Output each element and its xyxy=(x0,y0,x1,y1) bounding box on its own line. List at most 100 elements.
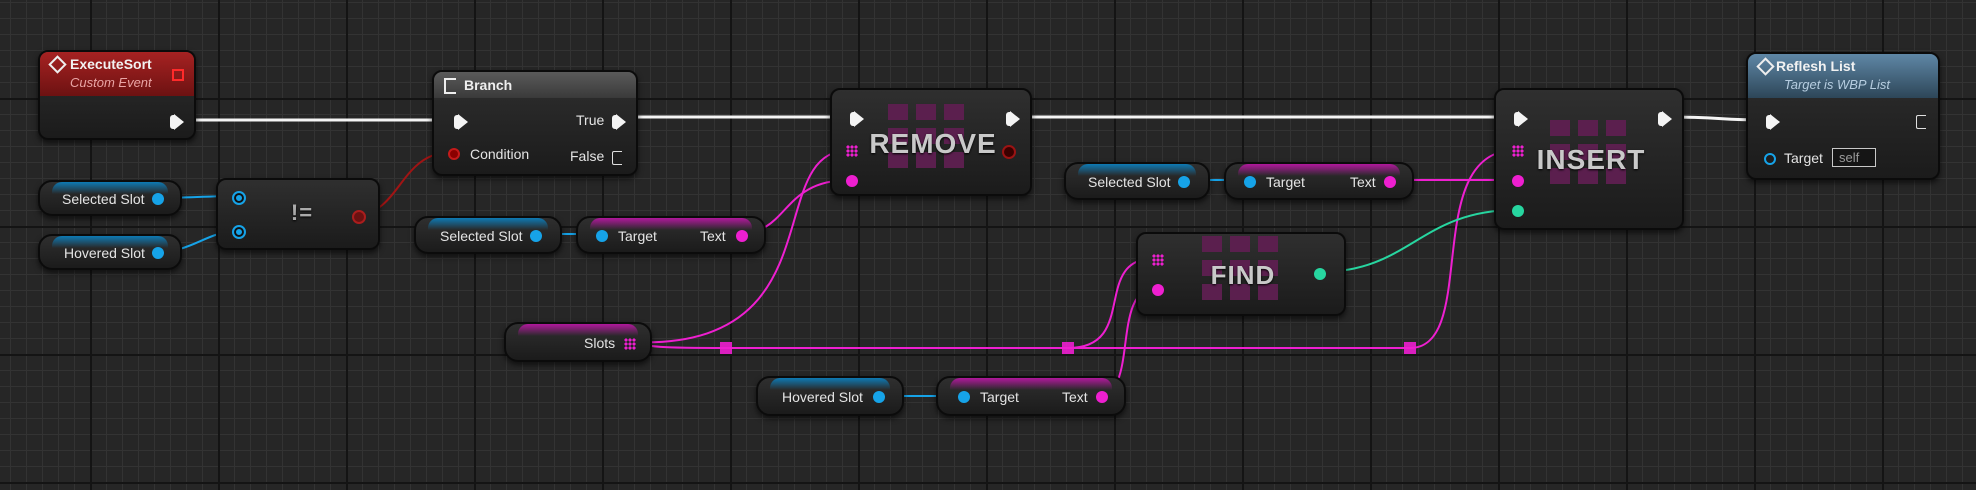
insert-exec-out[interactable] xyxy=(1658,111,1672,127)
var-highlight xyxy=(52,236,168,248)
var-highlight xyxy=(590,218,752,230)
not-equal-result-pin[interactable] xyxy=(352,210,366,224)
branch-header xyxy=(434,72,636,98)
selected-slot-label-3: Selected Slot xyxy=(1088,174,1171,190)
remove-item-pin[interactable] xyxy=(846,175,858,187)
getter-2-target-pin[interactable] xyxy=(1244,176,1256,188)
remove-exec-in[interactable] xyxy=(850,111,864,127)
hovered-slot-out-pin-1[interactable] xyxy=(152,247,164,259)
selected-slot-var-2[interactable]: Selected Slot xyxy=(414,216,562,254)
branch-condition-label: Condition xyxy=(470,146,530,162)
getter-2-target-label: Target xyxy=(1266,174,1305,190)
reroute-2 xyxy=(1062,342,1074,354)
reflesh-list-title: Reflesh List xyxy=(1776,58,1856,74)
branch-false-pin[interactable] xyxy=(612,150,626,166)
not-equal-operator: != xyxy=(290,200,314,225)
branch-false-label: False xyxy=(570,148,605,164)
text-getter-3[interactable]: Target Text xyxy=(936,376,1126,416)
var-highlight xyxy=(770,378,890,390)
remove-title: REMOVE xyxy=(869,128,997,159)
var-highlight xyxy=(52,182,168,194)
remove-mosaic xyxy=(888,104,964,168)
var-highlight xyxy=(1238,164,1400,176)
getter-1-text-label: Text xyxy=(700,228,726,244)
insert-index-pin[interactable] xyxy=(1512,205,1524,217)
var-highlight xyxy=(518,324,638,336)
hovered-slot-var-2[interactable]: Hovered Slot xyxy=(756,376,904,416)
branch-true-label: True xyxy=(576,112,605,128)
getter-2-text-pin[interactable] xyxy=(1384,176,1396,188)
wire-slots-insert xyxy=(1409,149,1517,349)
slots-array-pin[interactable] xyxy=(624,338,636,350)
insert-mosaic xyxy=(1550,120,1626,184)
branch-icon xyxy=(444,78,456,94)
selected-slot-label-1: Selected Slot xyxy=(62,191,145,207)
reflesh-target-input[interactable]: self xyxy=(1832,148,1876,167)
slots-label: Slots xyxy=(584,335,616,351)
insert-exec-in[interactable] xyxy=(1514,111,1528,127)
var-highlight xyxy=(950,378,1112,390)
insert-node[interactable]: INSERT xyxy=(1494,88,1684,230)
getter-3-text-label: Text xyxy=(1062,389,1088,405)
remove-bool-out-pin[interactable] xyxy=(1002,145,1016,159)
not-equal-a-pin[interactable] xyxy=(232,191,246,205)
var-highlight xyxy=(1078,164,1196,176)
wire-slots-remove xyxy=(629,149,851,344)
getter-2-text-label: Text xyxy=(1350,174,1376,190)
reflesh-list-header xyxy=(1748,54,1938,98)
find-node[interactable]: FIND xyxy=(1136,232,1346,316)
getter-3-text-pin[interactable] xyxy=(1096,391,1108,403)
getter-1-target-label: Target xyxy=(618,228,657,244)
reroute-1 xyxy=(720,342,732,354)
hovered-slot-out-pin-2[interactable] xyxy=(873,391,885,403)
execute-sort-title: ExecuteSort xyxy=(70,56,152,72)
reflesh-list-node[interactable]: Reflesh List Target is WBP List Target s… xyxy=(1746,52,1940,180)
selected-slot-label-2: Selected Slot xyxy=(440,228,523,244)
getter-1-text-pin[interactable] xyxy=(736,230,748,242)
exec-out-pin[interactable] xyxy=(170,114,184,130)
remove-exec-out[interactable] xyxy=(1006,111,1020,127)
execute-sort-header xyxy=(40,52,194,96)
text-getter-1[interactable]: Target Text xyxy=(576,216,766,254)
insert-title: INSERT xyxy=(1536,144,1646,175)
execute-sort-subtitle: Custom Event xyxy=(70,75,152,90)
reroute-3 xyxy=(1404,342,1416,354)
find-array-pin[interactable] xyxy=(1152,254,1164,266)
branch-exec-in[interactable] xyxy=(454,114,468,130)
branch-node[interactable]: Branch True Condition False xyxy=(432,70,638,176)
branch-condition-pin[interactable] xyxy=(448,148,460,160)
event-delegate-pin[interactable] xyxy=(172,69,184,81)
getter-1-target-pin[interactable] xyxy=(596,230,608,242)
not-equal-node[interactable]: != xyxy=(216,178,380,250)
hovered-slot-label-2: Hovered Slot xyxy=(782,389,863,405)
selected-slot-var-3[interactable]: Selected Slot xyxy=(1064,162,1210,200)
reflesh-exec-in[interactable] xyxy=(1766,114,1780,130)
getter-3-target-pin[interactable] xyxy=(958,391,970,403)
selected-slot-out-pin-1[interactable] xyxy=(152,193,164,205)
wire-slots-main xyxy=(629,341,1410,349)
not-equal-b-pin[interactable] xyxy=(232,225,246,239)
remove-node[interactable]: REMOVE xyxy=(830,88,1032,196)
selected-slot-var-1[interactable]: Selected Slot xyxy=(38,180,182,216)
insert-array-pin[interactable] xyxy=(1512,145,1524,157)
find-item-pin[interactable] xyxy=(1152,284,1164,296)
hovered-slot-var-1[interactable]: Hovered Slot xyxy=(38,234,182,270)
branch-title: Branch xyxy=(464,77,513,93)
var-highlight xyxy=(428,218,548,230)
execute-sort-node[interactable]: ExecuteSort Custom Event xyxy=(38,50,196,140)
wire-find-insert xyxy=(1319,209,1517,273)
branch-true-pin[interactable] xyxy=(612,114,626,130)
reflesh-target-label: Target xyxy=(1784,150,1823,166)
find-mosaic xyxy=(1202,236,1278,300)
remove-array-pin[interactable] xyxy=(846,145,858,157)
selected-slot-out-pin-3[interactable] xyxy=(1178,176,1190,188)
reflesh-list-subtitle: Target is WBP List xyxy=(1784,77,1890,92)
getter-3-target-label: Target xyxy=(980,389,1019,405)
insert-item-pin[interactable] xyxy=(1512,175,1524,187)
slots-var[interactable]: Slots xyxy=(504,322,652,362)
reflesh-target-pin[interactable] xyxy=(1764,153,1776,165)
selected-slot-out-pin-2[interactable] xyxy=(530,230,542,242)
text-getter-2[interactable]: Target Text xyxy=(1224,162,1414,200)
reflesh-exec-out[interactable] xyxy=(1916,114,1930,130)
find-index-out-pin[interactable] xyxy=(1314,268,1326,280)
